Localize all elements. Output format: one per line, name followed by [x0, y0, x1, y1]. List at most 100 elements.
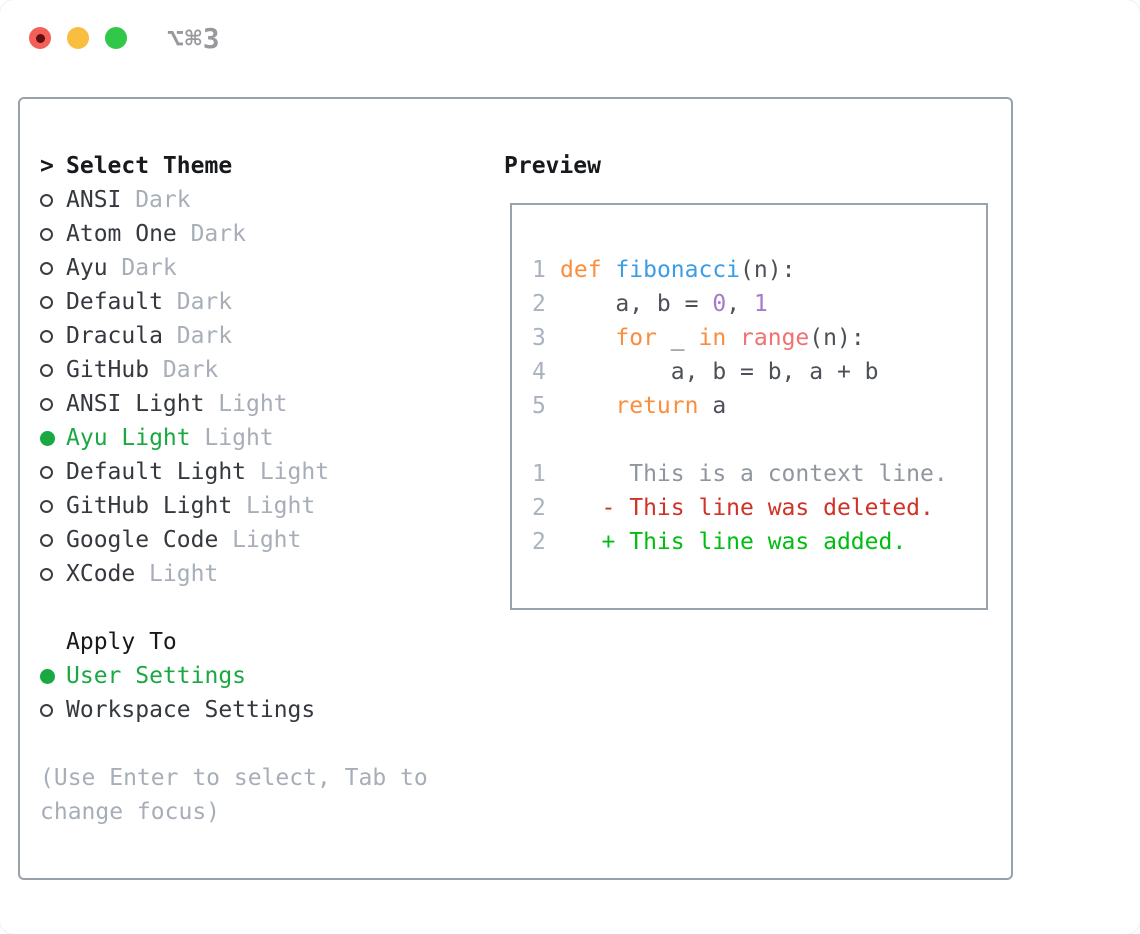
theme-item-5[interactable]: GitHub Dark	[40, 353, 490, 387]
keyboard-hint-text: (Use Enter to select, Tab to change focu…	[40, 765, 428, 825]
code-token-code_default: a, b = b, a + b	[560, 359, 879, 385]
radio-unselected-icon[interactable]	[40, 193, 53, 207]
code-line-8: 2 + This line was added.	[532, 525, 986, 559]
radio-unselected-icon[interactable]	[40, 499, 53, 513]
theme-item-label: GitHub	[66, 357, 150, 383]
code-token-code_default	[560, 393, 615, 419]
radio-unselected-icon[interactable]	[40, 363, 53, 377]
line-number: 1	[532, 257, 546, 283]
unsaved-dot-icon	[35, 33, 45, 43]
line-number: 3	[532, 325, 546, 351]
theme-item-8[interactable]: Default Light Light	[40, 455, 490, 489]
blank-line	[532, 423, 986, 457]
radio-selected-icon[interactable]	[40, 430, 55, 446]
code-token-code_default	[560, 325, 615, 351]
theme-item-7[interactable]: Ayu Light Light	[40, 421, 490, 455]
theme-item-9[interactable]: GitHub Light Light	[40, 489, 490, 523]
radio-unselected-icon[interactable]	[40, 227, 53, 241]
code-line-6: 1 This is a context line.	[532, 457, 986, 491]
code-token-code_default: (n):	[740, 257, 796, 283]
radio-unselected-icon[interactable]	[40, 329, 53, 343]
theme-item-label: Ayu	[66, 255, 108, 281]
code-token-markup: range	[740, 325, 810, 351]
title-bar: ⌥⌘3	[0, 0, 1140, 76]
theme-item-2[interactable]: Ayu Dark	[40, 251, 490, 285]
theme-variant-tag: Dark	[190, 221, 246, 247]
apply-option-1[interactable]: Workspace Settings	[40, 693, 490, 727]
code-token-context: This is a context line.	[560, 461, 948, 487]
theme-variant-tag: Dark	[121, 255, 177, 281]
radio-unselected-icon[interactable]	[40, 703, 53, 717]
theme-item-label: ANSI	[66, 187, 122, 213]
theme-variant-tag: Dark	[162, 357, 219, 383]
radio-unselected-icon[interactable]	[40, 533, 53, 547]
line-number: 2	[532, 495, 546, 521]
theme-item-label: Default	[66, 289, 163, 315]
apply-to-header: Apply To	[40, 625, 490, 659]
preview-title: Preview	[504, 153, 601, 179]
apply-option-0[interactable]: User Settings	[40, 659, 490, 693]
code-token-code_default: a	[698, 393, 727, 419]
code-line-7: 2 - This line was deleted.	[532, 491, 986, 525]
theme-item-label: Google Code	[66, 527, 219, 553]
code-token-code_default	[726, 325, 740, 351]
theme-variant-tag: Light	[245, 493, 316, 519]
radio-unselected-icon[interactable]	[40, 567, 53, 581]
line-number: 2	[532, 291, 546, 317]
theme-variant-tag: Light	[259, 459, 330, 485]
code-token-code_default: a, b =	[560, 291, 713, 317]
code-token-added: + This line was added.	[560, 529, 907, 555]
theme-variant-tag: Light	[218, 391, 288, 417]
theme-variant-tag: Light	[232, 527, 302, 553]
apply-to-title: Apply To	[66, 629, 177, 655]
line-number: 2	[532, 529, 546, 555]
line-number: 4	[532, 359, 546, 385]
theme-variant-tag: Dark	[176, 289, 233, 315]
prompt-caret: >	[40, 153, 54, 179]
theme-item-label: GitHub Light	[66, 493, 233, 519]
theme-item-4[interactable]: Dracula Dark	[40, 319, 490, 353]
code-token-deleted: - This line was deleted.	[560, 495, 934, 521]
theme-variant-tag: Dark	[176, 323, 233, 349]
line-number: 1	[532, 461, 546, 487]
radio-unselected-icon[interactable]	[40, 261, 53, 275]
minimize-button[interactable]	[67, 27, 89, 49]
zoom-button[interactable]	[105, 27, 127, 49]
line-number: 5	[532, 393, 546, 419]
theme-item-label: Default Light	[66, 459, 247, 485]
theme-variant-tag: Light	[204, 425, 274, 451]
theme-item-label: Ayu Light	[66, 425, 191, 451]
code-line-2: 3 for _ in range(n):	[532, 321, 986, 355]
radio-unselected-icon[interactable]	[40, 465, 53, 479]
theme-item-label: Dracula	[66, 323, 163, 349]
code-line-4: 5 return a	[532, 389, 986, 423]
code-token-code_default: ,	[726, 291, 754, 317]
radio-unselected-icon[interactable]	[40, 397, 53, 411]
theme-item-0[interactable]: ANSI Dark	[40, 183, 490, 217]
code-line-1: 2 a, b = 0, 1	[532, 287, 986, 321]
code-token-keyword: def	[560, 257, 602, 283]
code-token-function: fibonacci	[615, 257, 741, 283]
code-line-3: 4 a, b = b, a + b	[532, 355, 986, 389]
window-title-shortcut: ⌥⌘3	[167, 22, 221, 55]
radio-unselected-icon[interactable]	[40, 295, 53, 309]
radio-selected-icon[interactable]	[40, 668, 55, 684]
code-line-0: 1 def fibonacci(n):	[532, 253, 986, 287]
theme-variant-tag: Dark	[135, 187, 191, 213]
close-button[interactable]	[29, 27, 51, 49]
theme-item-3[interactable]: Default Dark	[40, 285, 490, 319]
theme-item-label: XCode	[66, 561, 136, 587]
select-theme-header: > Select Theme	[40, 149, 490, 183]
theme-item-10[interactable]: Google Code Light	[40, 523, 490, 557]
code-token-number: 0	[712, 291, 727, 317]
code-token-code_default: (n):	[809, 325, 865, 351]
